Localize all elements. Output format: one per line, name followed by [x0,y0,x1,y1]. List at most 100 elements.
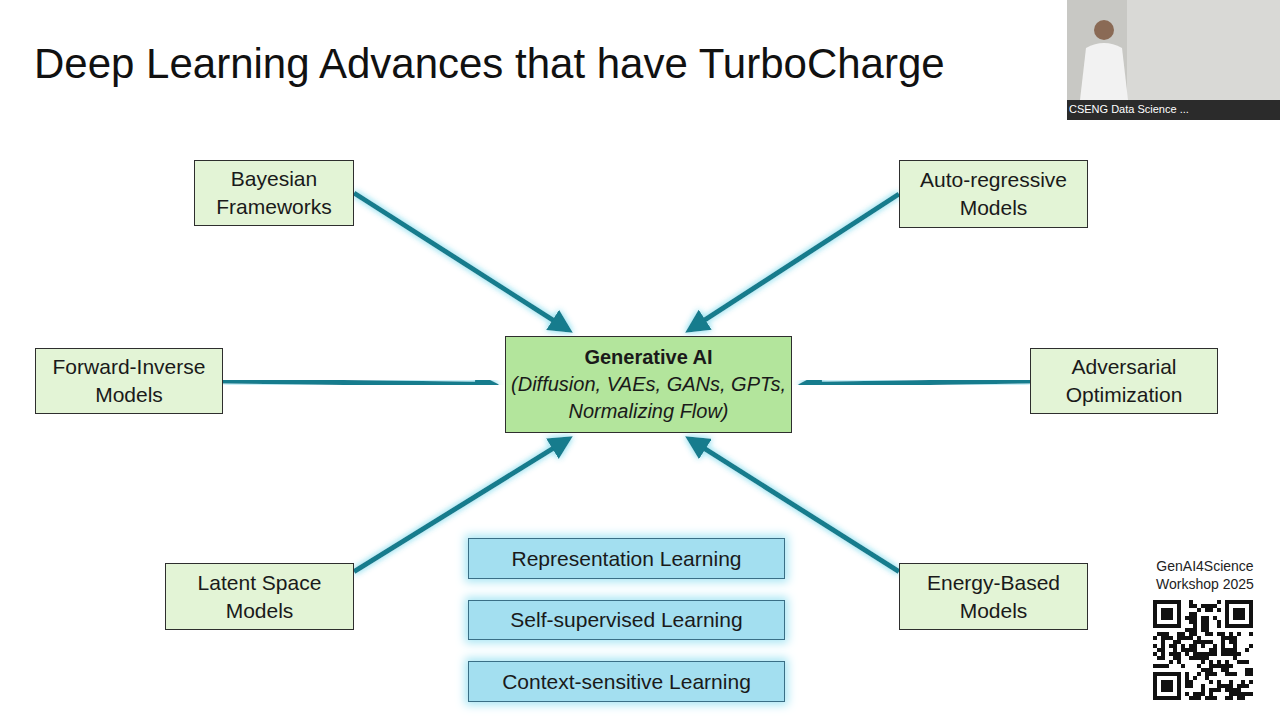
qr-module [1225,660,1229,664]
qr-module [1205,604,1209,608]
qr-module [1177,660,1181,664]
qr-finder [1153,672,1181,700]
qr-module [1217,660,1221,664]
qr-module [1201,656,1205,660]
input-box: Energy-Based Models [899,563,1088,630]
qr-module [1161,644,1165,648]
qr-module [1205,668,1209,672]
qr-module [1233,644,1237,648]
qr-module [1209,664,1213,668]
box-label: Self-supervised Learning [510,608,742,632]
qr-module [1213,688,1217,692]
presenter-head [1094,20,1114,40]
qr-module [1189,680,1193,684]
qr-module [1185,676,1189,680]
qr-module [1193,676,1197,680]
qr-module [1209,608,1213,612]
qr-module [1225,648,1229,652]
qr-module [1249,692,1253,696]
qr-module [1197,636,1201,640]
qr-module [1237,684,1241,688]
qr-module [1181,632,1185,636]
qr-module [1205,616,1209,620]
qr-module [1193,604,1197,608]
qr-module [1213,672,1217,676]
qr-module [1205,672,1209,676]
qr-module [1241,692,1245,696]
arrow-connector [700,194,899,323]
webcam-caption-bar [1067,100,1280,120]
qr-module [1197,656,1201,660]
qr-finder [1229,604,1249,624]
qr-module [1201,652,1205,656]
qr-module [1233,636,1237,640]
qr-module [1177,632,1181,636]
qr-module [1209,680,1213,684]
qr-module [1209,692,1213,696]
qr-module [1209,672,1213,676]
qr-background [1151,598,1255,702]
qr-module [1213,696,1217,700]
arrow-connector [816,381,1030,384]
qr-module [1193,624,1197,628]
qr-module [1197,664,1201,668]
qr-module [1153,652,1157,656]
qr-module [1205,624,1209,628]
qr-module [1181,644,1185,648]
qr-module [1193,696,1197,700]
qr-module [1197,672,1201,676]
qr-module [1177,652,1181,656]
qr-module [1177,636,1181,640]
qr-module [1205,632,1209,636]
method-box: Representation Learning [468,538,785,579]
qr-module [1169,644,1173,648]
qr-module [1205,652,1209,656]
qr-module [1189,684,1193,688]
qr-module [1177,640,1181,644]
qr-module [1161,664,1165,668]
qr-module [1209,660,1213,664]
qr-module [1181,636,1185,640]
qr-module [1189,600,1193,604]
qr-module [1153,636,1157,640]
input-box: Bayesian Frameworks [194,160,354,226]
qr-module [1225,688,1229,692]
qr-module [1241,696,1245,700]
qr-module [1221,684,1225,688]
qr-module [1197,652,1201,656]
qr-module [1185,672,1189,676]
qr-module [1189,628,1193,632]
webcam-inset [1067,0,1280,120]
box-label: Forward-Inverse Models [36,353,222,409]
qr-module [1229,648,1233,652]
qr-module [1225,664,1229,668]
qr-module [1229,640,1233,644]
box-label: Generative AI [584,344,712,371]
input-box: Adversarial Optimization [1030,348,1218,414]
input-box: Latent Space Models [165,563,354,630]
qr-module [1213,616,1217,620]
qr-module [1157,656,1161,660]
qr-module [1205,640,1209,644]
method-box: Self-supervised Learning [468,600,785,640]
qr-module [1189,620,1193,624]
qr-module [1189,656,1193,660]
qr-module [1249,680,1253,684]
qr-module [1205,696,1209,700]
qr-module [1213,648,1217,652]
qr-module [1209,640,1213,644]
qr-module [1185,684,1189,688]
input-box: Forward-Inverse Models [35,348,223,414]
qr-module [1161,640,1165,644]
qr-module [1229,684,1233,688]
qr-module [1185,680,1189,684]
qr-module [1245,668,1249,672]
qr-module [1245,648,1249,652]
box-label: Context-sensitive Learning [502,670,751,694]
arrow-connector [354,193,558,323]
qr-module [1217,600,1221,604]
qr-module [1161,632,1165,636]
qr-module [1217,608,1221,612]
qr-module [1209,652,1213,656]
webcam-caption: CSENG Data Science ... [1069,102,1199,116]
